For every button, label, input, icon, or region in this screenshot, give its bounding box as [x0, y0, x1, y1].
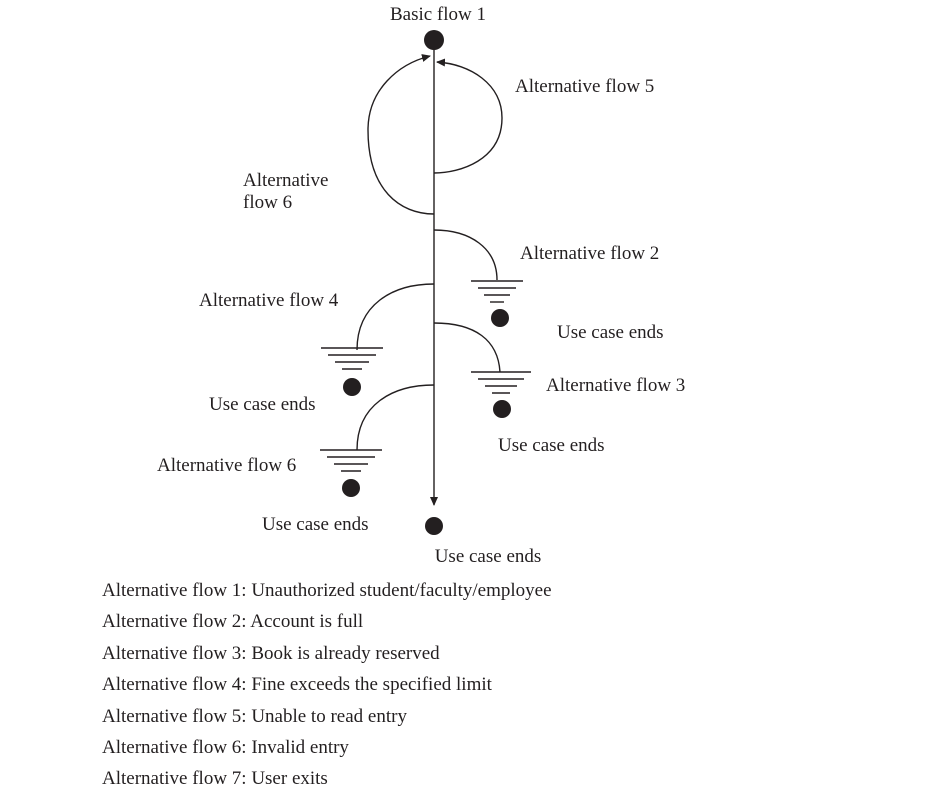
alt-flow-6-label-line1: Alternative	[243, 170, 328, 191]
alt-flow-3-end-label: Use case ends	[498, 435, 605, 456]
legend-item: Alternative flow 5: Unable to read entry	[102, 705, 407, 727]
alt-flow-6-bottom-ground-symbol	[320, 449, 382, 472]
alt-flow-3-ground-symbol	[471, 371, 531, 394]
alt-flow-2-end-label: Use case ends	[557, 322, 664, 343]
legend-item: Alternative flow 6: Invalid entry	[102, 736, 349, 758]
alt-flow-4-branch	[356, 283, 435, 351]
end-label: Use case ends	[435, 546, 542, 567]
alt-flow-2-ground-symbol	[471, 280, 523, 303]
alt-flow-2-branch	[433, 229, 498, 281]
alt-flow-6-bottom-label: Alternative flow 6	[157, 455, 296, 476]
legend-item: Alternative flow 2: Account is full	[102, 611, 364, 633]
legend-item: Alternative flow 1: Unauthorized student…	[102, 580, 552, 601]
alt-flow-4-ground-symbol	[321, 347, 383, 370]
legend-item: Alternative flow 3: Book is already rese…	[102, 642, 440, 664]
alt-flow-6-bottom-branch	[356, 384, 435, 451]
alt-flow-2-label: Alternative flow 2	[520, 243, 659, 264]
start-label: Basic flow 1	[390, 4, 486, 25]
alt-flow-4-end-label: Use case ends	[209, 394, 316, 415]
alt-flow-4-end-node	[343, 378, 361, 396]
legend-item: Alternative flow 4: Fine exceeds the spe…	[102, 674, 492, 696]
start-node	[424, 30, 444, 50]
alt-flow-6-bottom-end-node	[342, 479, 360, 497]
alt-flow-3-branch	[433, 322, 501, 373]
alt-flow-3-label: Alternative flow 3	[546, 375, 685, 396]
end-node	[425, 517, 443, 535]
alt-flow-5-loop	[433, 58, 503, 174]
alt-flow-6-bottom-end-label: Use case ends	[262, 514, 369, 535]
alt-flow-6-label-line2: flow 6	[243, 192, 292, 213]
alt-flow-5-label: Alternative flow 5	[515, 76, 654, 97]
alt-flow-6-loop	[367, 54, 435, 215]
alt-flow-4-label: Alternative flow 4	[199, 290, 339, 311]
alt-flow-2-end-node	[491, 309, 509, 327]
legend-item: Alternative flow 7: User exits	[102, 768, 328, 790]
alt-flow-3-end-node	[493, 400, 511, 418]
legend-list: Alternative flow 1: Unauthorized student…	[102, 575, 552, 795]
